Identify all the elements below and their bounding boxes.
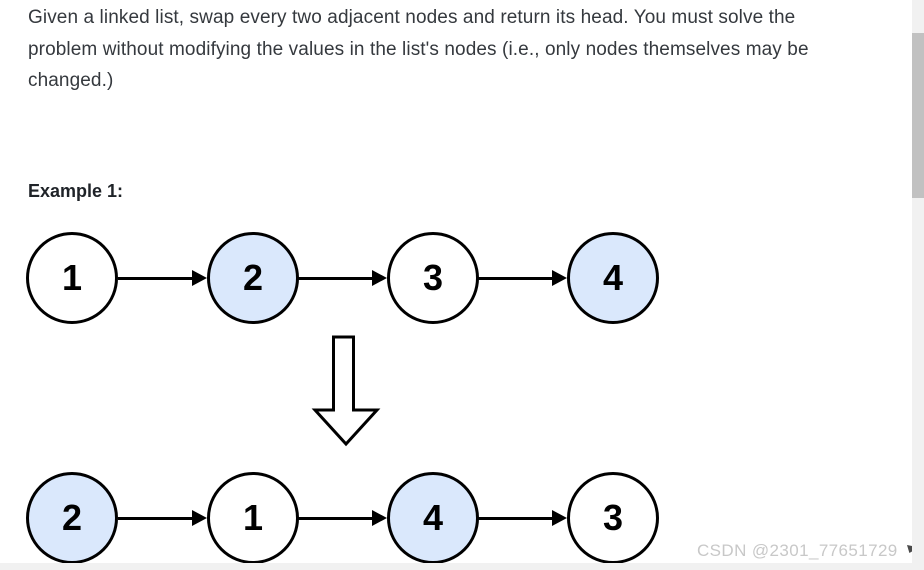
- problem-statement: Given a linked list, swap every two adja…: [28, 2, 809, 97]
- arrow-head-icon: [552, 270, 567, 286]
- list-node: 1: [26, 232, 118, 324]
- next-pointer-arrow-icon: [118, 270, 207, 286]
- next-pointer-arrow-icon: [478, 510, 567, 526]
- arrow-head-icon: [372, 270, 387, 286]
- vertical-scrollbar-thumb[interactable]: [912, 33, 924, 198]
- list-node: 4: [567, 232, 659, 324]
- problem-statement-line-3: changed.): [28, 70, 114, 92]
- list-node: 3: [567, 472, 659, 564]
- arrow-shaft: [298, 516, 374, 520]
- horizontal-scrollbar[interactable]: [0, 563, 924, 570]
- arrow-head-icon: [372, 510, 387, 526]
- down-arrow-icon: [311, 335, 381, 447]
- list-node: 4: [387, 472, 479, 564]
- next-pointer-arrow-icon: [298, 270, 387, 286]
- vertical-scrollbar[interactable]: [912, 0, 924, 570]
- arrow-shaft: [118, 276, 194, 280]
- arrow-shaft: [478, 276, 554, 280]
- example-heading: Example 1:: [28, 181, 124, 201]
- problem-statement-line-1: Given a linked list, swap every two adja…: [28, 7, 796, 28]
- linked-list-before: 1 2 3 4: [26, 232, 686, 324]
- next-pointer-arrow-icon: [118, 510, 207, 526]
- watermark: CSDN @2301_77651729: [697, 541, 898, 560]
- arrow-shaft: [478, 516, 554, 520]
- list-node: 3: [387, 232, 479, 324]
- arrow-head-icon: [552, 510, 567, 526]
- problem-statement-line-2: problem without modifying the values in …: [28, 38, 809, 60]
- next-pointer-arrow-icon: [478, 270, 567, 286]
- arrow-head-icon: [192, 510, 207, 526]
- linked-list-after: 2 1 4 3: [26, 472, 686, 564]
- arrow-head-icon: [192, 270, 207, 286]
- arrow-shaft: [298, 276, 374, 280]
- list-node: 2: [26, 472, 118, 564]
- list-node: 2: [207, 232, 299, 324]
- next-pointer-arrow-icon: [298, 510, 387, 526]
- arrow-shaft: [118, 516, 194, 520]
- list-node: 1: [207, 472, 299, 564]
